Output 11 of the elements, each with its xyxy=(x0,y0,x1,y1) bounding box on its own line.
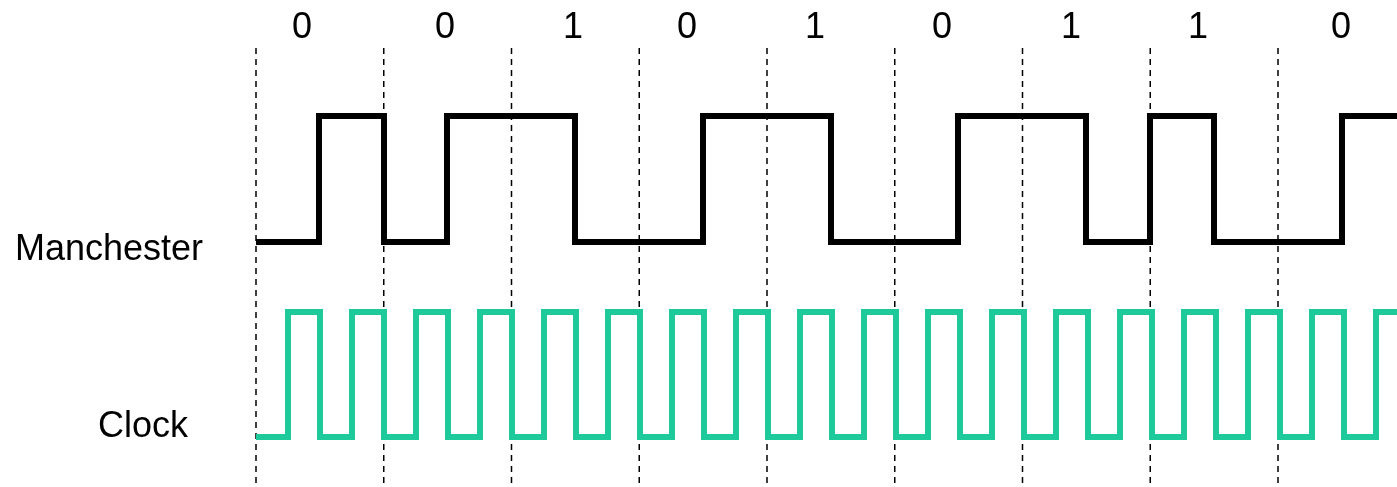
bit-value: 0 xyxy=(435,6,456,46)
bit-value: 1 xyxy=(563,6,584,46)
bit-value: 1 xyxy=(1061,6,1082,46)
bit-value: 1 xyxy=(805,6,826,46)
bit-value: 1 xyxy=(1188,6,1209,46)
bit-value: 0 xyxy=(677,6,698,46)
signal-label: Clock xyxy=(98,405,189,445)
bit-value: 0 xyxy=(292,6,313,46)
bit-value: 0 xyxy=(932,6,953,46)
bit-value: 0 xyxy=(1331,6,1352,46)
signal-label: Manchester xyxy=(15,228,204,268)
